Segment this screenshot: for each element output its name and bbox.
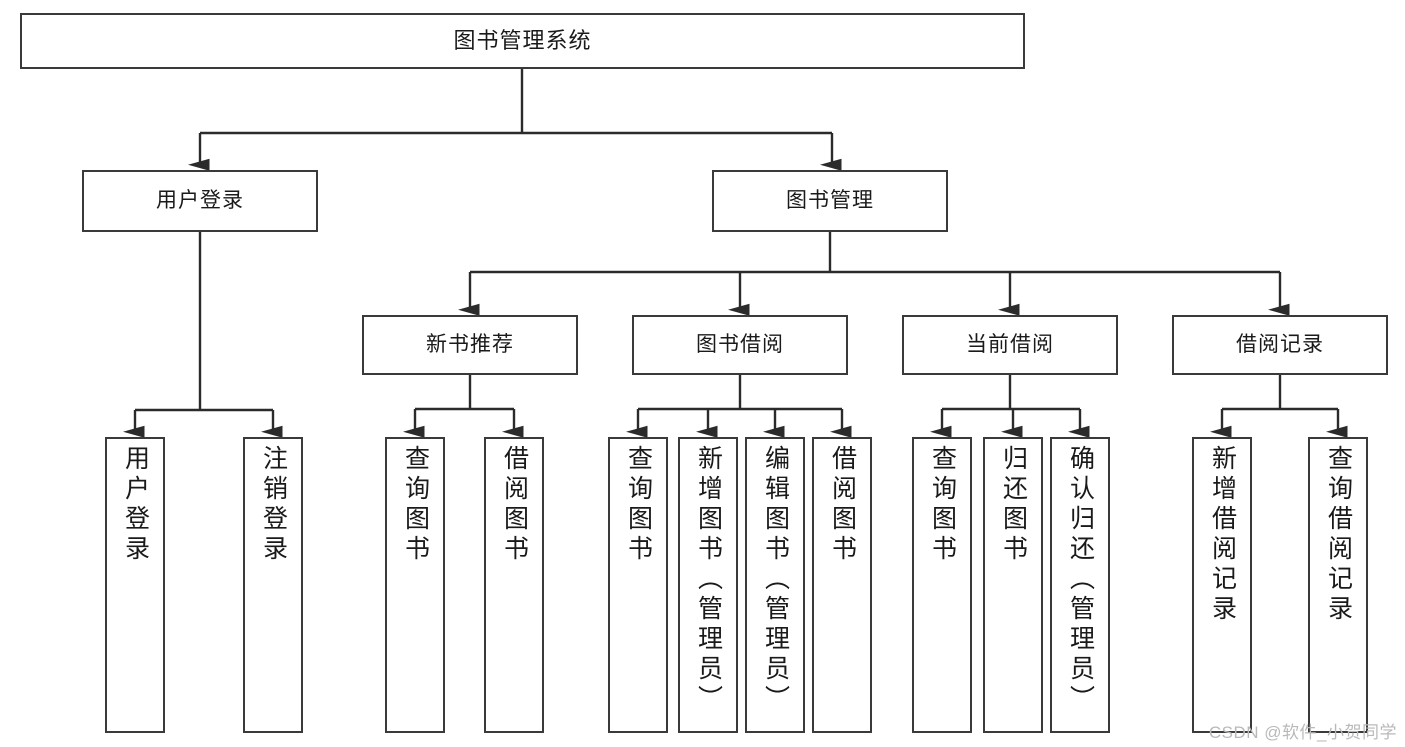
node-leaf-add-record-label: 新增借阅记录: [1208, 445, 1237, 625]
node-leaf-add-record[interactable]: 新增借阅记录: [1192, 437, 1252, 733]
node-leaf-edit-book-label: 编辑图书（管理员）: [761, 445, 790, 715]
node-leaf-return-book-label: 归还图书: [999, 445, 1028, 565]
node-leaf-query-book-2-label: 查询图书: [624, 445, 653, 565]
node-leaf-query-book-3-label: 查询图书: [928, 445, 957, 565]
node-leaf-query-book-1[interactable]: 查询图书: [385, 437, 445, 733]
node-leaf-add-book[interactable]: 新增图书（管理员）: [678, 437, 738, 733]
node-leaf-confirm-return[interactable]: 确认归还（管理员）: [1050, 437, 1110, 733]
node-new-book-recommend[interactable]: 新书推荐: [362, 315, 578, 375]
node-leaf-edit-book[interactable]: 编辑图书（管理员）: [745, 437, 805, 733]
node-book-borrow[interactable]: 图书借阅: [632, 315, 848, 375]
node-leaf-query-record-label: 查询借阅记录: [1324, 445, 1353, 625]
node-borrow-record-label: 借阅记录: [1236, 332, 1324, 356]
node-leaf-borrow-book-2-label: 借阅图书: [828, 445, 857, 565]
node-leaf-query-book-1-label: 查询图书: [401, 445, 430, 565]
node-leaf-user-logout[interactable]: 注销登录: [243, 437, 303, 733]
node-current-borrow[interactable]: 当前借阅: [902, 315, 1118, 375]
node-leaf-user-login[interactable]: 用户登录: [105, 437, 165, 733]
node-root-label: 图书管理系统: [453, 28, 592, 54]
node-book-management[interactable]: 图书管理: [712, 170, 948, 232]
node-leaf-confirm-return-label: 确认归还（管理员）: [1066, 445, 1095, 715]
node-current-borrow-label: 当前借阅: [966, 332, 1054, 356]
node-borrow-record[interactable]: 借阅记录: [1172, 315, 1388, 375]
csdn-watermark: CSDN @软件_小贺同学: [1208, 723, 1397, 742]
node-leaf-borrow-book-2[interactable]: 借阅图书: [812, 437, 872, 733]
node-leaf-query-record[interactable]: 查询借阅记录: [1308, 437, 1368, 733]
node-root[interactable]: 图书管理系统: [20, 13, 1025, 69]
node-book-borrow-label: 图书借阅: [696, 332, 784, 356]
node-leaf-query-book-2[interactable]: 查询图书: [608, 437, 668, 733]
node-leaf-query-book-3[interactable]: 查询图书: [912, 437, 972, 733]
node-leaf-user-login-label: 用户登录: [121, 445, 150, 565]
node-leaf-add-book-label: 新增图书（管理员）: [694, 445, 723, 715]
node-user-login[interactable]: 用户登录: [82, 170, 318, 232]
node-leaf-borrow-book-1[interactable]: 借阅图书: [484, 437, 544, 733]
node-leaf-user-logout-label: 注销登录: [259, 445, 288, 565]
node-leaf-borrow-book-1-label: 借阅图书: [500, 445, 529, 565]
node-book-management-label: 图书管理: [786, 188, 874, 212]
node-new-book-recommend-label: 新书推荐: [426, 332, 514, 356]
node-leaf-return-book[interactable]: 归还图书: [983, 437, 1043, 733]
node-user-login-label: 用户登录: [156, 188, 244, 212]
